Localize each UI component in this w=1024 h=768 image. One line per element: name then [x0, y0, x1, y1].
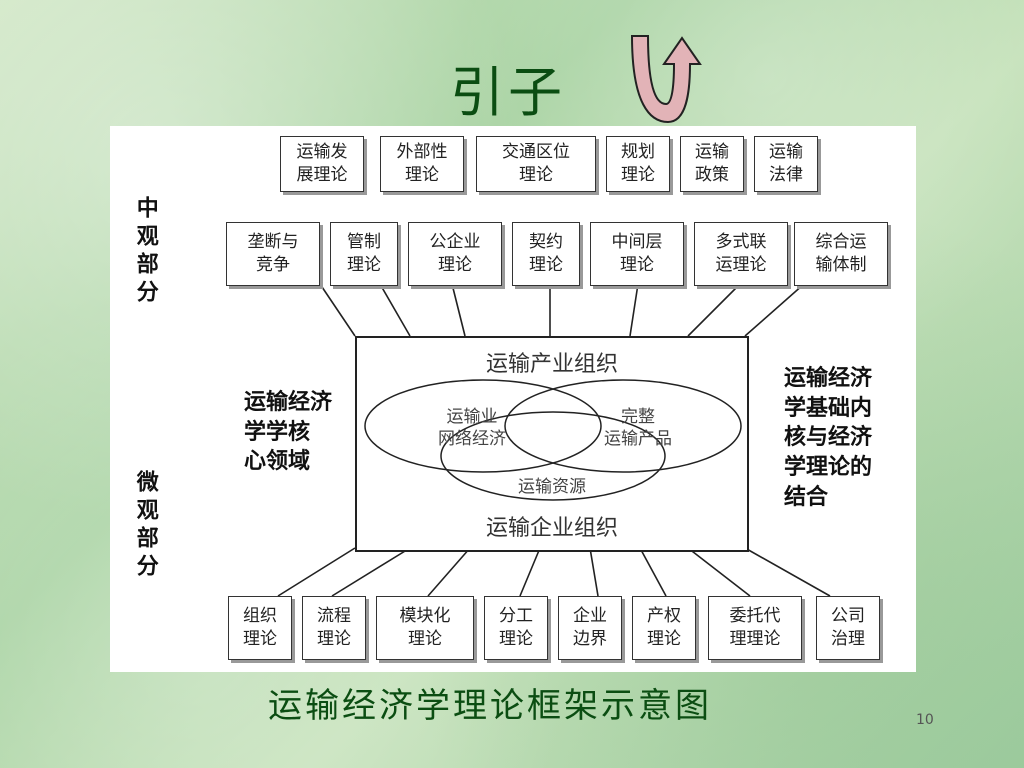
box-multimodal-theory: 多式联 运理论: [694, 222, 788, 286]
box-transport-policy: 运输 政策: [680, 136, 744, 192]
box-organization-theory: 组织 理论: [228, 596, 292, 660]
enterprise-organization-label: 运输企业组织: [485, 516, 618, 541]
transport-resources-label: 运输资源: [518, 477, 586, 497]
box-public-enterprise-theory: 公企业 理论: [408, 222, 502, 286]
complete-product-label: 完整 运输产品: [604, 407, 672, 450]
box-monopoly-competition: 垄断与 竞争: [226, 222, 320, 286]
curved-up-arrow-icon: [630, 35, 702, 124]
box-process-theory: 流程 理论: [302, 596, 366, 660]
box-integrated-system: 综合运 输体制: [794, 222, 888, 286]
box-transport-development-theory: 运输发 展理论: [280, 136, 364, 192]
box-principal-agent-theory: 委托代 理理论: [708, 596, 802, 660]
box-location-theory: 交通区位 理论: [476, 136, 596, 192]
box-corporate-governance: 公司 治理: [816, 596, 880, 660]
box-firm-boundary: 企业 边界: [558, 596, 622, 660]
diagram-caption: 运输经济学理论框架示意图: [268, 686, 712, 726]
core-domain-label: 运输经济 学学核 心领域: [244, 390, 333, 475]
meso-label: 中观部分: [132, 196, 158, 308]
box-regulation-theory: 管制 理论: [330, 222, 398, 286]
box-property-rights-theory: 产权 理论: [632, 596, 696, 660]
page-number: 10: [916, 712, 934, 728]
box-transport-law: 运输 法律: [754, 136, 818, 192]
network-economy-label: 运输业 网络经济: [438, 407, 506, 450]
box-contract-theory: 契约 理论: [512, 222, 580, 286]
box-intermediate-layer-theory: 中间层 理论: [590, 222, 684, 286]
venn-circles: [364, 379, 742, 501]
foundation-label: 运输经济 学基础内 核与经济 学理论的 结合: [784, 366, 873, 510]
core-domain-box: 运输产业组织 运输企业组织 运输业 网络经济 完整 运输产品 运输资源: [355, 336, 749, 552]
diagram-canvas: 运输发 展理论 外部性 理论 交通区位 理论 规划 理论 运输 政策 运输 法律…: [110, 126, 916, 672]
box-planning-theory: 规划 理论: [606, 136, 670, 192]
box-externality-theory: 外部性 理论: [380, 136, 464, 192]
micro-label: 微观部分: [132, 470, 158, 582]
industry-organization-label: 运输产业组织: [485, 352, 618, 377]
box-division-theory: 分工 理论: [484, 596, 548, 660]
slide-title: 引子: [450, 61, 566, 124]
connector-lines: [277, 283, 831, 597]
box-modularity-theory: 模块化 理论: [376, 596, 474, 660]
